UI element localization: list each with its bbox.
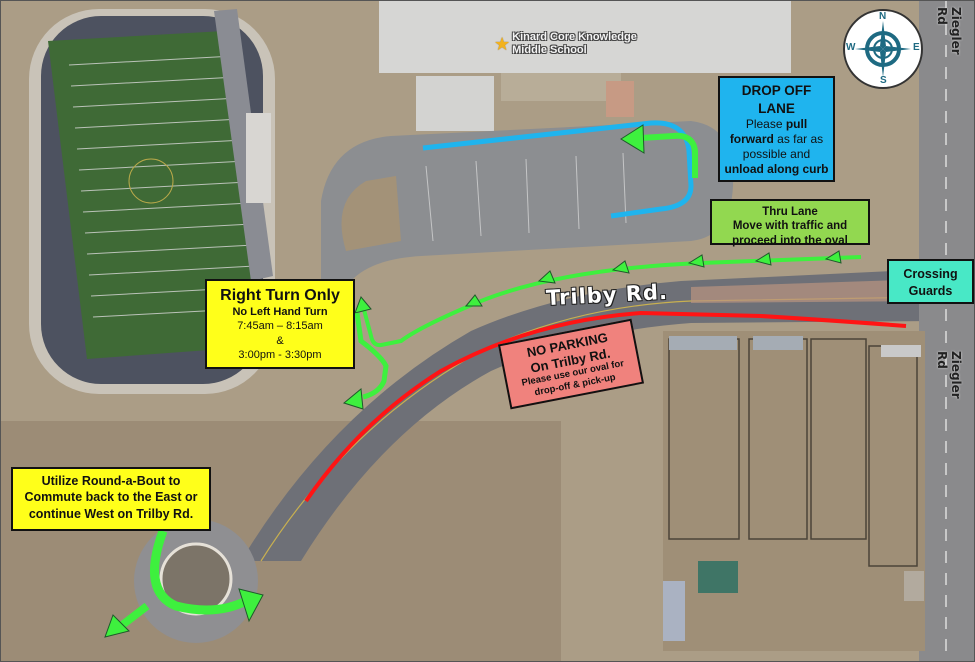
compass-rose-icon: N S E W <box>843 9 923 89</box>
star-icon: ★ <box>494 33 511 54</box>
school-label: ★ Kinard Core Knowledge Middle School <box>494 31 637 56</box>
compass-north: N <box>879 11 887 22</box>
direction-triangles <box>464 250 842 307</box>
no-parking-line <box>304 310 907 503</box>
right-turn-only-callout: Right Turn Only No Left Hand Turn 7:45am… <box>205 279 355 369</box>
compass-south: S <box>880 75 887 86</box>
ziegler-road-label-top: Ziegler Rd <box>935 7 963 55</box>
drop-off-lane-line <box>422 120 694 219</box>
compass-west: W <box>846 42 856 53</box>
parking-lot <box>321 121 734 321</box>
drop-off-lane-callout: DROP OFF LANE Please pull forward as far… <box>718 76 835 182</box>
drop-off-arrow-icon <box>620 124 645 154</box>
ziegler-road-label-bottom: Ziegler Rd <box>935 351 963 399</box>
school-building <box>379 1 791 73</box>
farm-lots <box>663 331 925 651</box>
thru-lane-callout: Thru Lane Move with traffic and proceed … <box>710 199 870 247</box>
roundabout-east-arrow-icon <box>238 588 264 623</box>
crossing-guards-callout: Crossing Guards <box>887 259 974 304</box>
compass-east: E <box>913 42 920 53</box>
football-field <box>48 31 263 359</box>
turn-in-arrow-icon <box>354 296 372 314</box>
right-turn-arrow-icon <box>342 388 364 410</box>
barn <box>698 561 738 593</box>
roundabout-west-arrow-icon <box>104 614 130 638</box>
roundabout-callout: Utilize Round-a-Bout to Commute back to … <box>11 467 211 531</box>
